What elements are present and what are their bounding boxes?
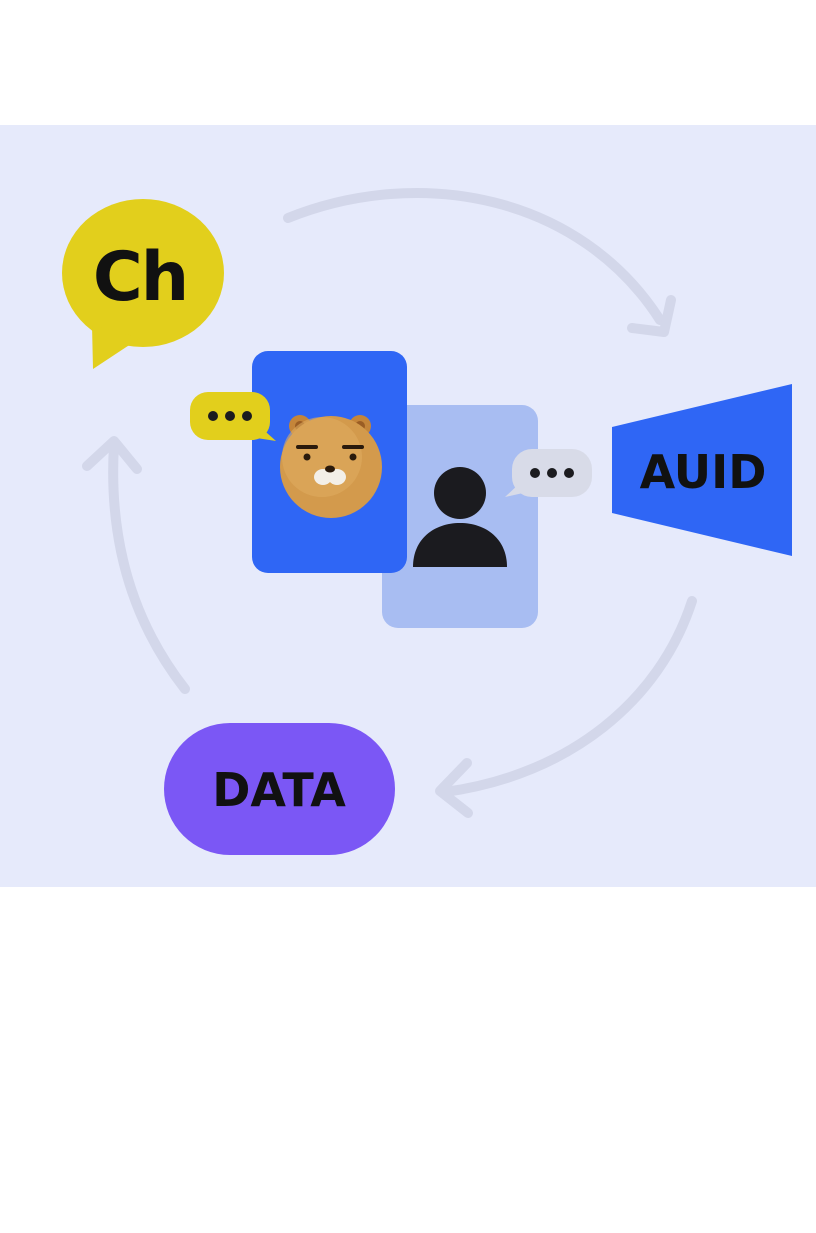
data-label: DATA <box>212 763 346 817</box>
auid-badge: AUID <box>612 384 792 556</box>
channel-speech-icon: Ch <box>62 199 224 369</box>
cycle-arrow-right-icon <box>435 596 697 818</box>
person-icon <box>413 467 507 567</box>
cycle-arrow-top-icon <box>283 188 676 337</box>
diagram-panel: Ch <box>0 125 816 887</box>
diagram-canvas: Ch <box>62 188 792 855</box>
typing-bubble-yellow-icon <box>190 392 276 441</box>
cycle-arrow-left-icon <box>82 436 190 694</box>
character-face-icon <box>280 415 382 518</box>
channel-badge-text: Ch <box>93 238 187 317</box>
data-badge: DATA <box>164 723 395 855</box>
auid-label: AUID <box>640 445 767 499</box>
typing-bubble-gray-icon <box>505 449 592 497</box>
